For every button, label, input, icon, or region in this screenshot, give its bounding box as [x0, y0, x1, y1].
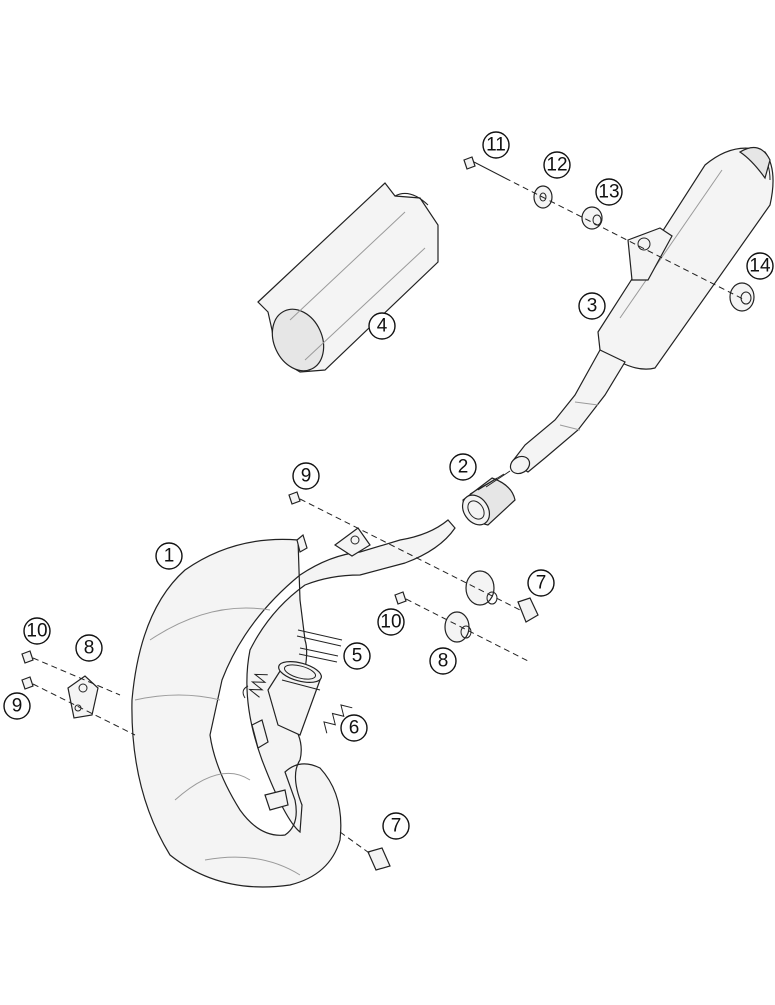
- svg-text:10: 10: [26, 621, 47, 642]
- o-rings: [296, 629, 343, 663]
- coupling-sleeve: [461, 470, 516, 526]
- svg-text:8: 8: [84, 638, 95, 659]
- clips: [367, 597, 539, 871]
- svg-text:10: 10: [380, 612, 401, 633]
- svg-text:2: 2: [458, 457, 469, 478]
- svg-text:6: 6: [349, 718, 360, 739]
- bolts: [21, 156, 506, 690]
- svg-text:4: 4: [377, 316, 388, 337]
- callout-4: 4: [368, 312, 396, 340]
- callout-7-upper: 7: [527, 569, 555, 597]
- callout-5: 5: [343, 642, 371, 670]
- heat-shield-sleeve: [257, 182, 439, 373]
- assembly-lines: [32, 177, 746, 856]
- callout-10-left: 10: [23, 617, 51, 645]
- callout-14: 14: [746, 252, 774, 280]
- svg-text:8: 8: [438, 651, 449, 672]
- callout-13: 13: [595, 178, 623, 206]
- expansion-chamber: [131, 519, 456, 888]
- washers-grommets: [533, 185, 755, 312]
- svg-text:7: 7: [536, 573, 547, 594]
- callout-9-left: 9: [3, 692, 31, 720]
- svg-text:9: 9: [12, 696, 23, 717]
- callout-6: 6: [340, 714, 368, 742]
- svg-text:9: 9: [301, 466, 312, 487]
- springs: [242, 673, 353, 734]
- rubber-mounts: [67, 570, 498, 719]
- svg-text:1: 1: [164, 546, 175, 567]
- callout-8-left: 8: [75, 634, 103, 662]
- callout-12: 12: [543, 151, 571, 179]
- svg-text:11: 11: [486, 135, 506, 156]
- callout-9-top: 9: [292, 462, 320, 490]
- callout-7-lower: 7: [382, 812, 410, 840]
- callout-11: 11: [482, 131, 510, 159]
- svg-text:14: 14: [749, 256, 771, 277]
- svg-text:13: 13: [598, 182, 619, 203]
- callout-8-right: 8: [429, 647, 457, 675]
- callout-2: 2: [449, 453, 477, 481]
- callout-10-right: 10: [377, 608, 405, 636]
- svg-text:12: 12: [546, 155, 567, 176]
- svg-text:3: 3: [587, 296, 598, 317]
- callout-1: 1: [155, 542, 183, 570]
- svg-text:5: 5: [352, 646, 363, 667]
- callout-3: 3: [578, 292, 606, 320]
- svg-text:7: 7: [391, 816, 402, 837]
- silencer: [509, 146, 774, 475]
